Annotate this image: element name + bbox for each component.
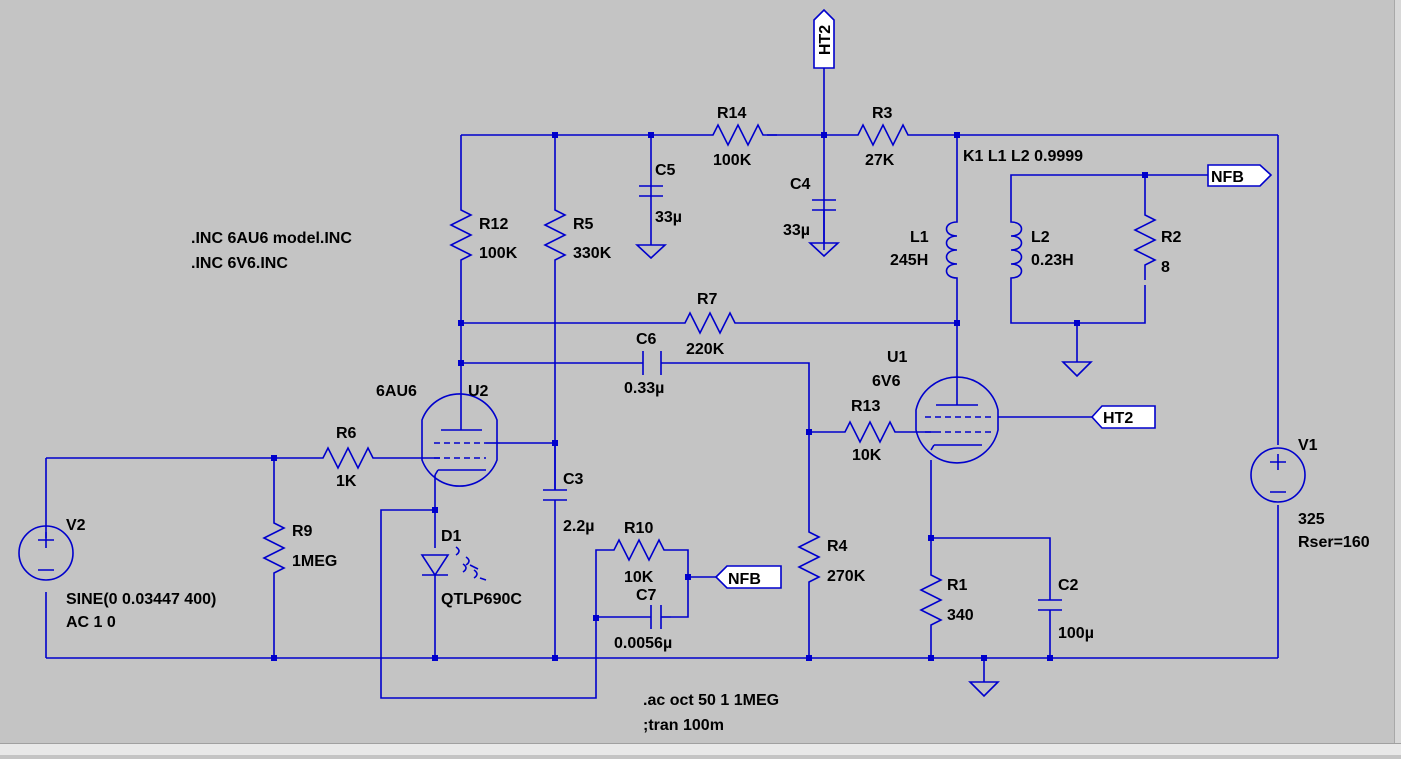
flag-nfb-mid-label: NFB	[728, 571, 761, 588]
r9-name: R9	[292, 523, 313, 540]
r12-value: 100K	[479, 245, 518, 262]
flag-nfb-mid[interactable]: NFB	[714, 565, 782, 589]
r12-name: R12	[479, 216, 508, 233]
resistor-r14[interactable]	[705, 123, 777, 147]
d1-name: D1	[441, 528, 462, 545]
component-labels: R14 100K R3 27K C5 33µ C4 33µ K1 L1 L2 0…	[66, 105, 1370, 734]
capacitor-c3[interactable]	[543, 489, 567, 510]
u2-name: U2	[468, 383, 489, 400]
r3-value: 27K	[865, 152, 895, 169]
r9-value: 1MEG	[292, 553, 337, 570]
ground-symbol-main	[968, 681, 1000, 698]
resistor-r3[interactable]	[850, 123, 910, 147]
r13-value: 10K	[852, 447, 882, 464]
r6-value: 1K	[336, 473, 357, 490]
flag-ht2-right-label: HT2	[1103, 410, 1133, 427]
r3-name: R3	[872, 105, 893, 122]
c4-name: C4	[790, 176, 811, 193]
r14-name: R14	[717, 105, 746, 122]
flag-ht2-right[interactable]: HT2	[1090, 405, 1156, 429]
resistor-r13[interactable]	[840, 420, 900, 444]
capacitor-c5[interactable]	[639, 185, 663, 197]
c3-name: C3	[563, 471, 584, 488]
r4-value: 270K	[827, 568, 866, 585]
r10-name: R10	[624, 520, 653, 537]
inductor-l1[interactable]	[945, 215, 958, 290]
v2-value: SINE(0 0.03447 400)	[66, 591, 216, 608]
capacitor-c7[interactable]	[650, 605, 671, 629]
c5-name: C5	[655, 162, 676, 179]
flag-ht2-top-label: HT2	[817, 25, 834, 55]
c6-name: C6	[636, 331, 657, 348]
d1-value: QTLP690C	[441, 591, 522, 608]
tube-u1[interactable]	[915, 376, 999, 464]
c5-value: 33µ	[655, 209, 682, 226]
resistor-r5[interactable]	[543, 205, 567, 265]
flag-nfb-top-label: NFB	[1211, 169, 1244, 186]
resistor-r2[interactable]	[1133, 205, 1157, 280]
resistor-r6[interactable]	[318, 446, 378, 470]
r5-name: R5	[573, 216, 594, 233]
ground-symbol-l2	[1061, 361, 1093, 378]
inc2-directive: .INC 6V6.INC	[191, 255, 288, 272]
r5-value: 330K	[573, 245, 612, 262]
r4-name: R4	[827, 538, 848, 555]
capacitor-c2[interactable]	[1038, 599, 1062, 611]
r13-name: R13	[851, 398, 880, 415]
resistor-r1[interactable]	[919, 570, 943, 630]
u2-value: 6AU6	[376, 383, 417, 400]
u1-name: U1	[887, 349, 908, 366]
r2-name: R2	[1161, 229, 1182, 246]
c4-value: 33µ	[783, 222, 810, 239]
v1-name: V1	[1298, 437, 1318, 454]
tube-u2[interactable]	[421, 393, 500, 487]
r1-value: 340	[947, 607, 974, 624]
c7-name: C7	[636, 587, 657, 604]
c2-value: 100µ	[1058, 625, 1094, 642]
v1-value: 325	[1298, 511, 1325, 528]
l1-value: 245H	[890, 252, 928, 269]
r14-value: 100K	[713, 152, 752, 169]
r7-value: 220K	[686, 341, 725, 358]
r2-value: 8	[1161, 259, 1170, 276]
ac-directive: .ac oct 50 1 1MEG	[643, 692, 779, 709]
voltage-source-v1[interactable]	[1250, 447, 1306, 503]
right-scroll-edge[interactable]	[1394, 0, 1401, 743]
u1-value: 6V6	[872, 373, 901, 390]
inc1-directive: .INC 6AU6 model.INC	[191, 230, 352, 247]
v2-extra: AC 1 0	[66, 614, 116, 631]
c7-value: 0.0056µ	[614, 635, 672, 652]
tran-directive: ;tran 100m	[643, 717, 724, 734]
r6-name: R6	[336, 425, 357, 442]
c2-name: C2	[1058, 577, 1079, 594]
v1-extra: Rser=160	[1298, 534, 1370, 551]
resistor-r4[interactable]	[797, 525, 821, 590]
voltage-source-v2[interactable]	[18, 525, 74, 581]
l1-name: L1	[910, 229, 929, 246]
led-d1[interactable]	[420, 546, 487, 581]
r7-name: R7	[697, 291, 718, 308]
resistor-r10[interactable]	[610, 538, 672, 562]
junction-dots	[271, 132, 1148, 661]
l2-value: 0.23H	[1031, 252, 1074, 269]
c6-value: 0.33µ	[624, 380, 664, 397]
flag-ht2-top[interactable]: HT2	[813, 8, 835, 69]
resistor-r9[interactable]	[262, 518, 286, 578]
r10-value: 10K	[624, 569, 654, 586]
coupling-directive: K1 L1 L2 0.9999	[963, 148, 1083, 165]
resistor-r7[interactable]	[680, 311, 740, 335]
flag-nfb-top[interactable]: NFB	[1207, 164, 1273, 187]
r1-name: R1	[947, 577, 968, 594]
v2-name: V2	[66, 517, 86, 534]
status-strip	[0, 743, 1401, 755]
inductor-l2[interactable]	[1010, 215, 1023, 290]
capacitor-c6[interactable]	[642, 351, 662, 375]
ground-symbol-c5	[634, 244, 668, 260]
wires	[45, 68, 1279, 699]
l2-name: L2	[1031, 229, 1050, 246]
c3-value: 2.2µ	[563, 518, 594, 535]
resistor-r12[interactable]	[449, 205, 473, 265]
